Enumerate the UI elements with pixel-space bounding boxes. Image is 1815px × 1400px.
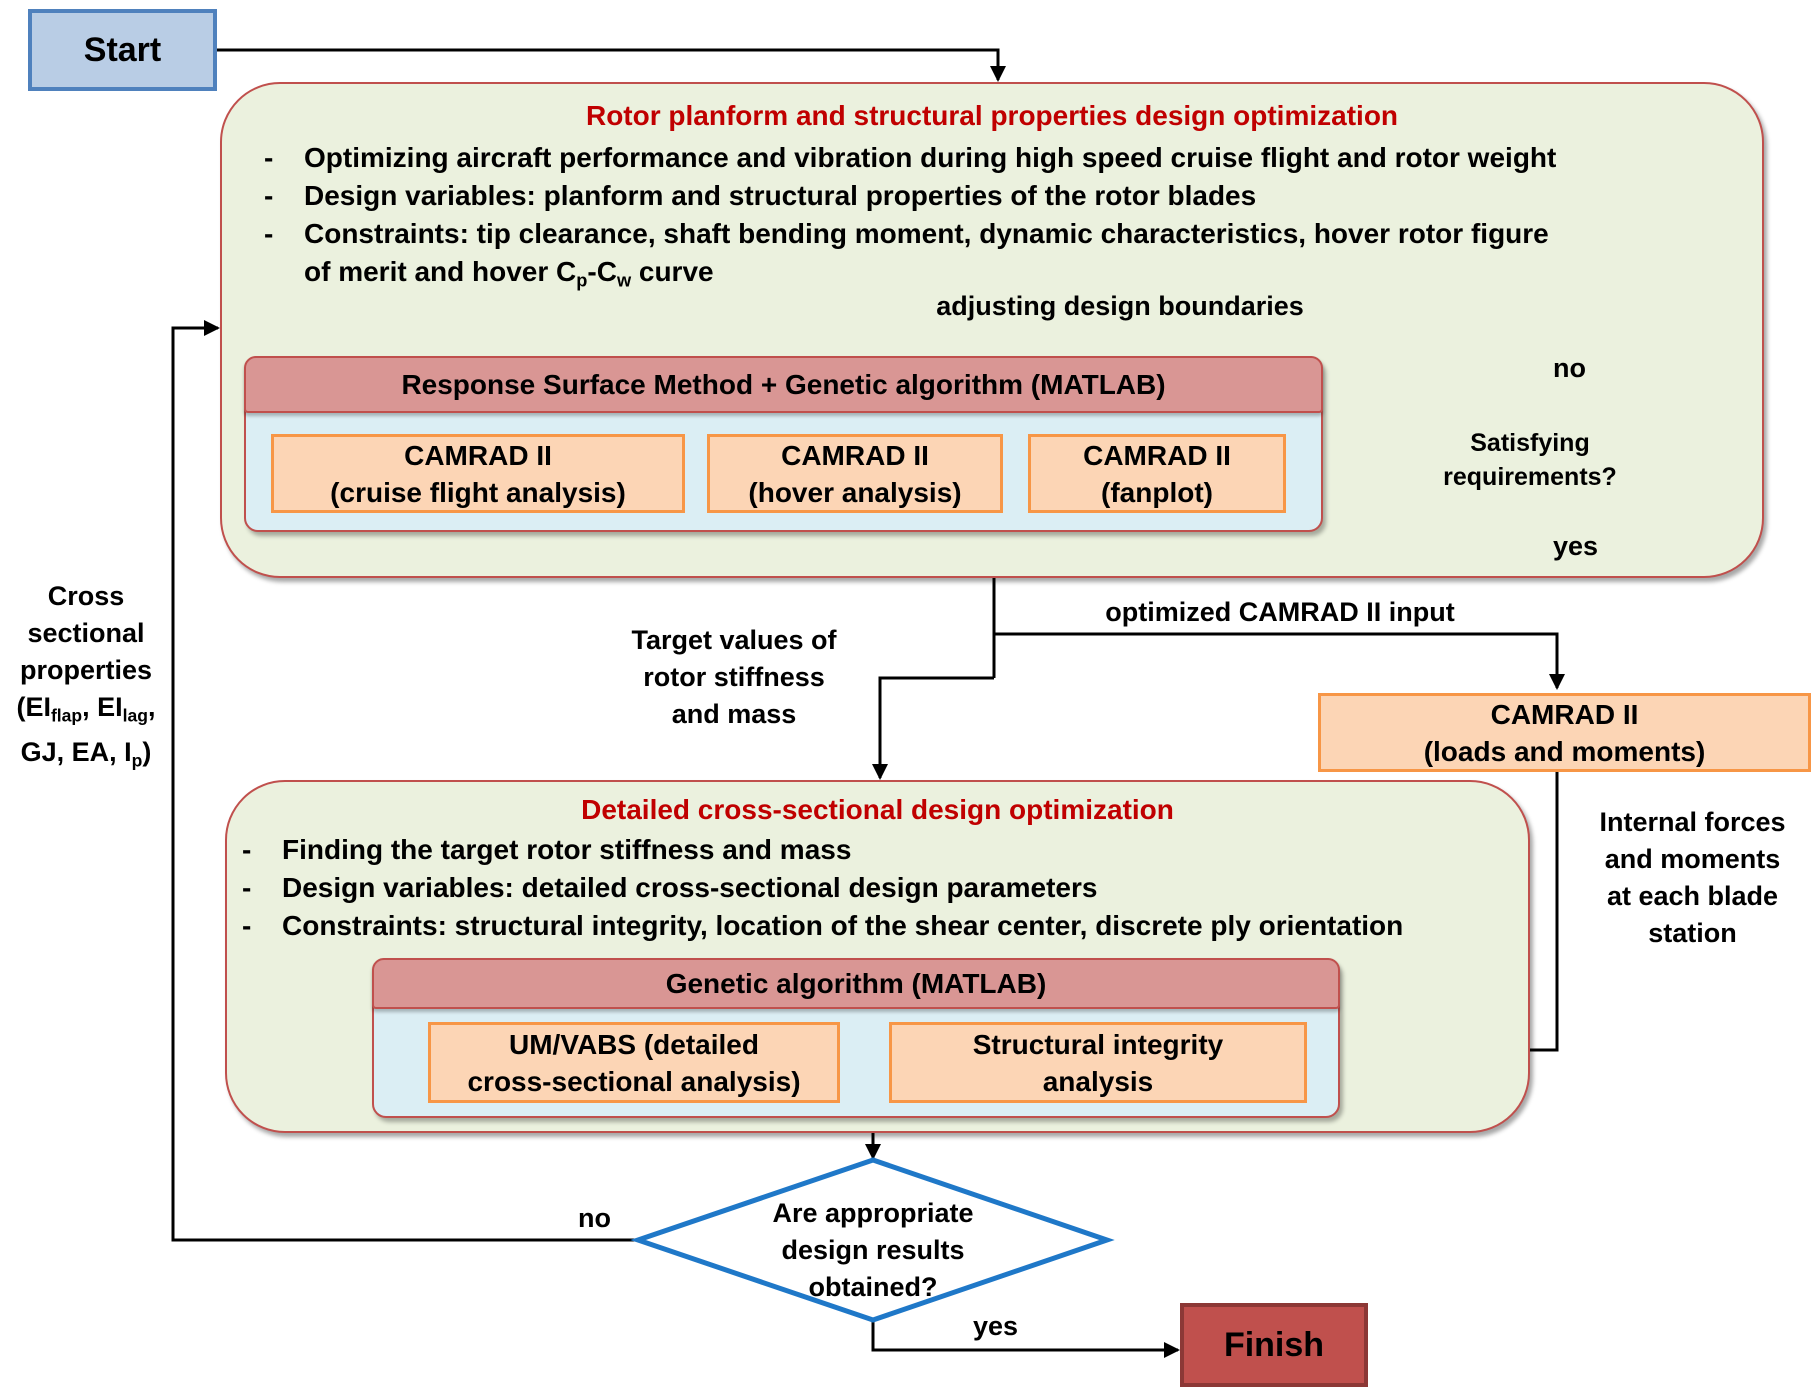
decision-appropriate-results[interactable]: Are appropriate design results obtained? [733,1195,1013,1306]
stage1-bullet-text: Constraints: tip clearance, shaft bendin… [304,218,1549,249]
tool-umvabs[interactable]: UM/VABS (detailed cross-sectional analys… [428,1022,840,1103]
decision-text: design results [781,1235,965,1265]
tool-desc: (hover analysis) [748,476,962,508]
tool-desc: (loads and moments) [1423,735,1706,767]
finish-terminal[interactable]: Finish [1180,1303,1368,1387]
decision-satisfying-requirements[interactable]: Satisfying requirements? [1410,426,1650,494]
tool-desc: (fanplot) [1101,476,1213,508]
tool-camrad-loads-moments[interactable]: CAMRAD II (loads and moments) [1318,693,1811,772]
decision2-yes-label: yes [973,1311,1019,1341]
tool-name: UM/VABS (detailed [509,1028,759,1060]
tool-camrad-fanplot[interactable]: CAMRAD II (fanplot) [1028,434,1286,513]
decision1-yes-label: yes [1553,531,1599,561]
stage1-title: Rotor planform and structural properties… [585,100,1399,131]
tool-name: CAMRAD II [1083,439,1231,471]
stage1-bullet: Constraints: tip clearance, shaft bendin… [264,215,1744,299]
decision-text: requirements? [1443,463,1617,491]
stage2-bullet: Constraints: structural integrity, locat… [242,907,1532,945]
tool-camrad-cruise[interactable]: CAMRAD II (cruise flight analysis) [271,434,685,513]
start-label: Start [83,30,162,69]
tool-name: CAMRAD II [404,439,552,471]
tool-camrad-hover[interactable]: CAMRAD II (hover analysis) [707,434,1003,513]
label-internal-forces: Internal forces and moments at each blad… [1599,807,1786,948]
arrow-decision2-no [171,320,638,1242]
tool-name: CAMRAD II [781,439,929,471]
stage2-title: Detailed cross-sectional design optimiza… [581,794,1174,825]
tool-name: CAMRAD II [1490,698,1639,730]
decision2-no-label: no [578,1203,611,1233]
label-target-values: Target values of rotor stiffness and mas… [631,625,837,729]
decision-text: Are appropriate [772,1198,974,1228]
stage1-bullet: Design variables: planform and structura… [264,177,1744,215]
loop-label-adjusting-boundaries: adjusting design boundaries [936,291,1304,321]
finish-label: Finish [1223,1325,1325,1364]
tool-desc: analysis [1042,1065,1154,1097]
stage2-bullet: Finding the target rotor stiffness and m… [242,831,1532,869]
arrow-target-values [872,676,994,780]
algorithm-header: Response Surface Method + Genetic algori… [244,356,1323,413]
stage1-bullet-cont: of merit and hover Cp-Cw curve [304,256,714,291]
tool-desc: (cruise flight analysis) [330,476,626,508]
start-terminal[interactable]: Start [28,9,217,91]
decision1-no-label: no [1553,353,1586,383]
tool-desc: cross-sectional analysis) [467,1065,801,1097]
stage1-bullet-list: Optimizing aircraft performance and vibr… [264,139,1744,299]
stage1-bullet: Optimizing aircraft performance and vibr… [264,139,1744,177]
stage2-bullet-list: Finding the target rotor stiffness and m… [242,831,1532,945]
label-cross-sectional-properties: Cross sectional properties (EIflap, EIla… [16,581,156,771]
tool-structural-integrity[interactable]: Structural integrity analysis [889,1022,1307,1103]
decision-appropriate-results-shape [630,1157,1115,1323]
decision-text: obtained? [808,1272,938,1302]
arrow-decision2-yes [871,1320,1180,1358]
algorithm-header: Genetic algorithm (MATLAB) [372,958,1340,1009]
arrow-start-to-stage1 [217,48,1006,82]
tool-name: Structural integrity [972,1028,1224,1060]
stage2-bullet: Design variables: detailed cross-section… [242,869,1532,907]
label-optimized-camrad-input: optimized CAMRAD II input [1105,597,1455,627]
arrow-optimized-input [994,632,1565,690]
decision-text: Satisfying [1470,429,1590,457]
